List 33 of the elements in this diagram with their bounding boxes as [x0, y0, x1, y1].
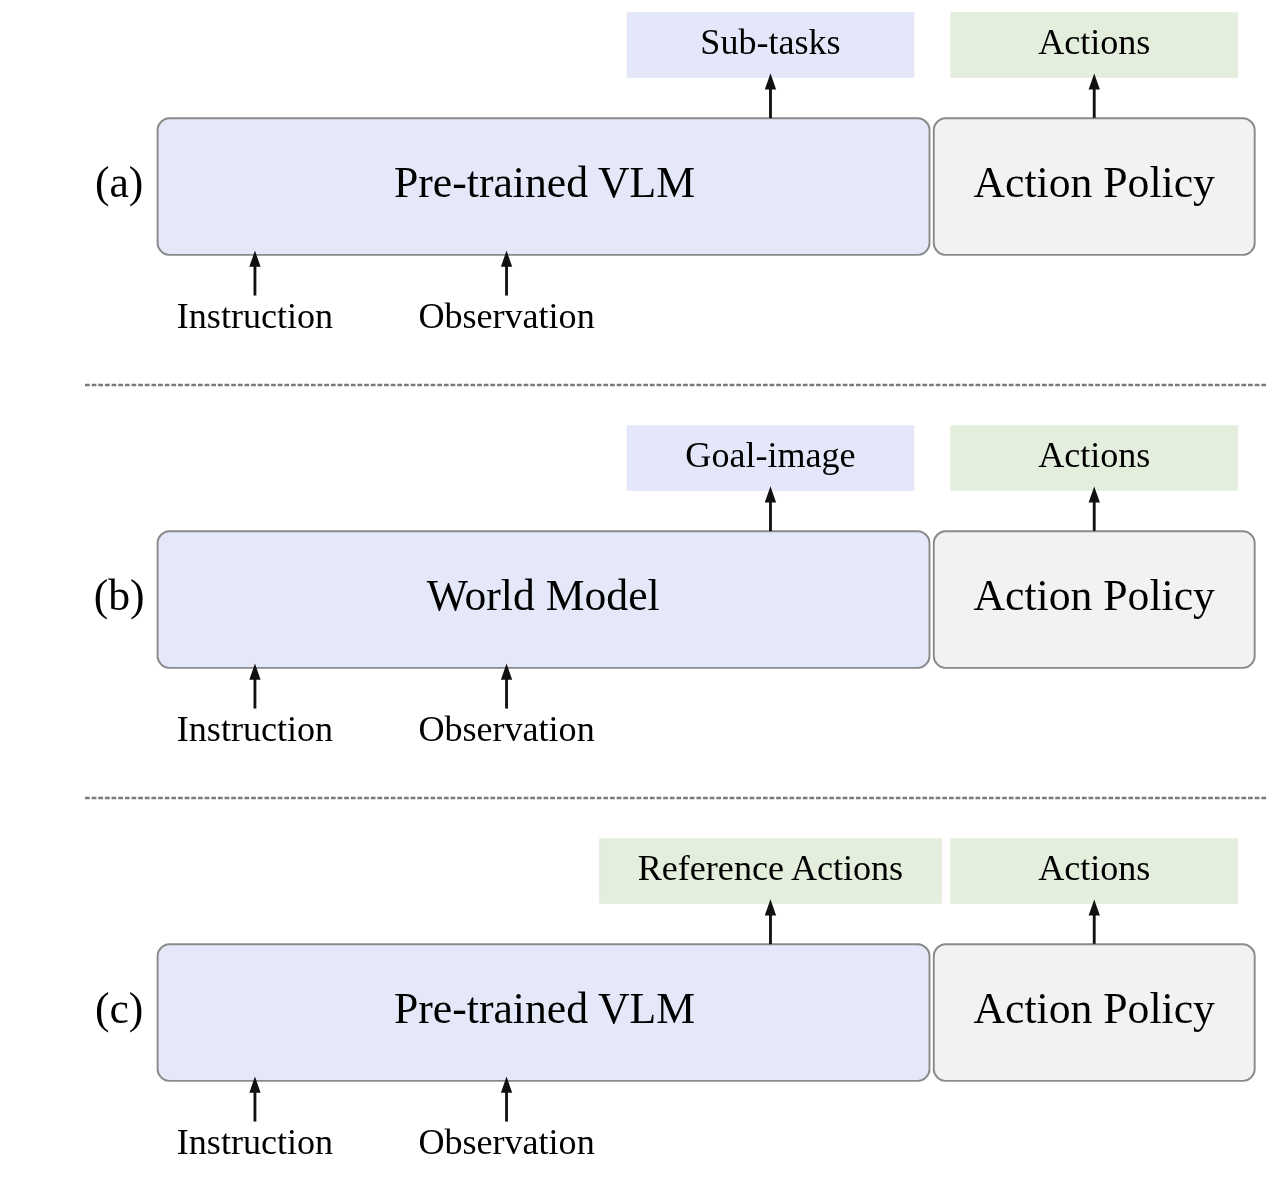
arrow — [249, 250, 261, 296]
arrow — [500, 1076, 513, 1122]
arrow — [249, 663, 261, 709]
arrow — [1088, 898, 1100, 944]
arrow — [764, 72, 777, 118]
node-box: Goal-image — [626, 424, 915, 491]
arrow — [500, 663, 513, 709]
node-text: Observation — [418, 708, 595, 749]
label: (a) — [94, 157, 144, 206]
node-box: Actions — [950, 837, 1239, 904]
node-text: Instruction — [176, 708, 334, 749]
node-box: Pre-trained VLM — [156, 942, 931, 1082]
node-box: Sub-tasks — [626, 11, 915, 78]
arrow — [500, 250, 513, 296]
node-text: Instruction — [176, 1121, 334, 1162]
arrow — [1088, 72, 1100, 118]
node-box: Actions — [950, 424, 1239, 491]
node-text: Observation — [418, 295, 595, 336]
node-box: World Model — [156, 529, 931, 669]
node-text: Instruction — [176, 295, 334, 336]
node-box: Reference Actions — [599, 837, 942, 904]
node-box: Action Policy — [932, 116, 1256, 256]
label: (c) — [94, 983, 144, 1032]
arrow — [764, 485, 777, 531]
node-box: Action Policy — [932, 942, 1256, 1082]
node-box: Pre-trained VLM — [156, 116, 931, 256]
arrow — [1088, 485, 1100, 531]
node-box: Action Policy — [932, 529, 1256, 669]
label: (b) — [93, 570, 145, 619]
arrow — [764, 898, 777, 944]
node-text: Observation — [418, 1121, 595, 1162]
arrow — [249, 1076, 261, 1122]
node-box: Actions — [950, 11, 1239, 78]
